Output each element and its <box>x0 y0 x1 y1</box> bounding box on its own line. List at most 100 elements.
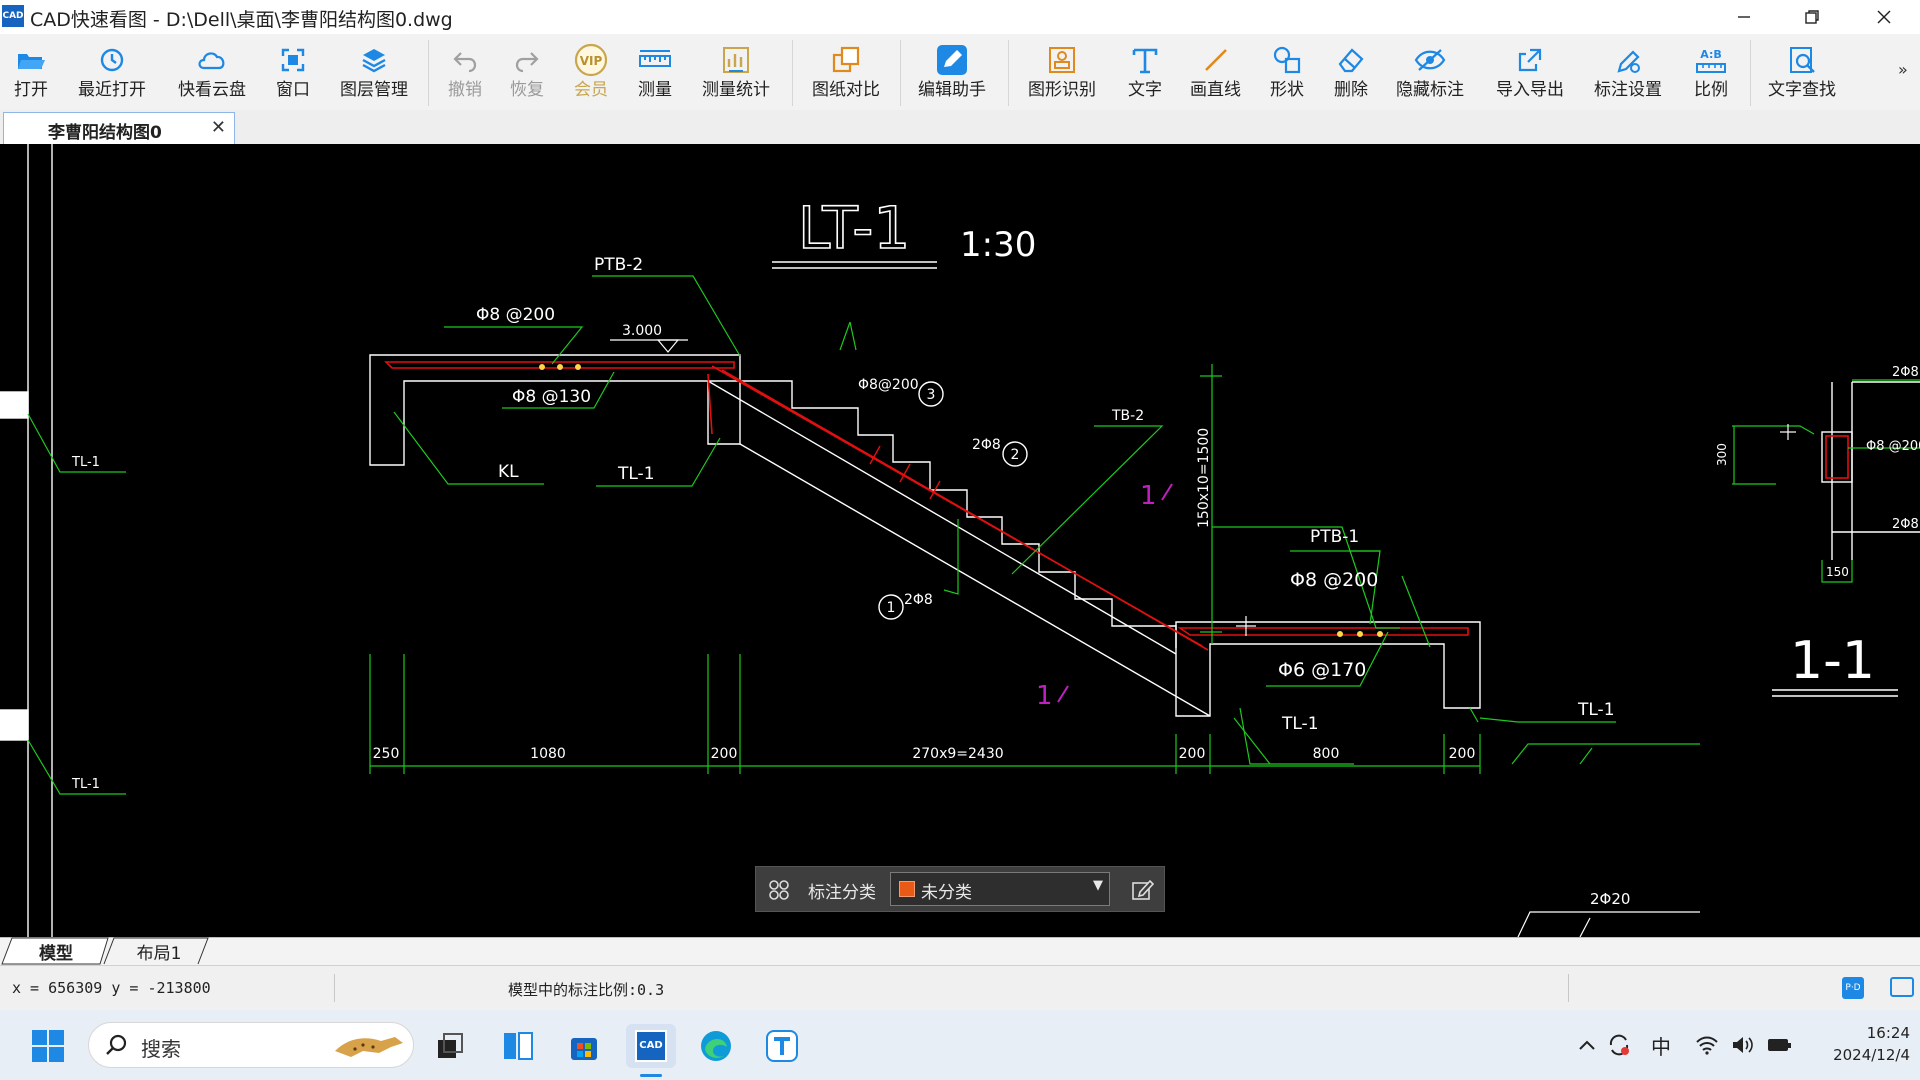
label-tl1c: TL-1 <box>1577 700 1615 720</box>
grid-icon[interactable] <box>768 879 790 905</box>
vip-icon: VIP <box>574 43 608 77</box>
ratio-icon: A:B <box>1696 48 1726 73</box>
shape-button[interactable]: 形状 <box>1270 34 1304 110</box>
window-button[interactable]: 窗口 <box>276 34 310 110</box>
label-cut-1b: 1 <box>1036 681 1053 711</box>
search-placeholder: 搜索 <box>141 1037 181 1061</box>
text-find-button[interactable]: 文字查找 <box>1768 34 1836 110</box>
shape-icon <box>1273 46 1301 74</box>
redo-button[interactable]: 恢复 <box>510 34 544 110</box>
layers-button[interactable]: 图层管理 <box>340 34 408 110</box>
dim-800: 800 <box>1313 746 1340 762</box>
eraser-icon <box>1338 48 1364 73</box>
dim-1080: 1080 <box>530 746 566 762</box>
windows-icon <box>32 1030 64 1062</box>
edit-helper-icon <box>937 45 967 75</box>
clock-date: 2024/12/4 <box>1833 1046 1910 1064</box>
sync-icon[interactable] <box>1606 1032 1632 1058</box>
document-tab[interactable]: 李曹阳结构图0 ✕ <box>3 112 235 144</box>
edge-icon <box>701 1031 731 1061</box>
label-r3: Φ8@200 <box>858 377 919 393</box>
system-clock[interactable]: 16:24 2024/12/4 <box>1800 1022 1910 1066</box>
taskbar-search[interactable]: 搜索 <box>88 1022 414 1068</box>
category-color-swatch <box>899 881 915 897</box>
title-bar: CAD CAD快速看图 - D:\Dell\桌面\李曹阳结构图0.dwg <box>0 0 1920 34</box>
wifi-icon[interactable] <box>1694 1032 1720 1058</box>
label-kl: KL <box>498 462 519 482</box>
minimize-button[interactable] <box>1716 0 1772 34</box>
annotation-category-select[interactable]: 未分类 ▼ <box>890 872 1110 906</box>
settings-pen-icon <box>1617 50 1640 73</box>
hide-anno-button[interactable]: 隐藏标注 <box>1396 34 1464 110</box>
pdf-mode-icon[interactable]: P·D <box>1842 977 1864 999</box>
history-icon <box>100 48 124 72</box>
label-tl1b: TL-1 <box>1281 714 1319 734</box>
layout-tabbar: 模型 布局1 <box>0 937 1920 965</box>
cheetah-icon <box>335 1037 403 1057</box>
task-view-button[interactable] <box>428 1024 472 1068</box>
compare-icon <box>832 46 860 73</box>
tab-model[interactable]: 模型 <box>39 944 73 964</box>
annotation-category-value: 未分类 <box>921 883 972 903</box>
restore-button[interactable] <box>1784 0 1840 34</box>
close-tab-icon[interactable]: ✕ <box>210 117 226 138</box>
edit-helper-button[interactable]: 编辑助手 <box>918 34 986 110</box>
anno-settings-button[interactable]: 标注设置 <box>1594 34 1662 110</box>
measure-stats-button[interactable]: 测量统计 <box>702 34 770 110</box>
open-button[interactable]: 打开 <box>14 34 48 110</box>
edge-button[interactable] <box>694 1024 738 1068</box>
delete-button[interactable]: 删除 <box>1334 34 1368 110</box>
volume-icon[interactable] <box>1730 1032 1756 1058</box>
shape-recog-button[interactable]: 图形识别 <box>1028 34 1096 110</box>
line-icon <box>1204 49 1227 71</box>
recent-button[interactable]: 最近打开 <box>78 34 146 110</box>
document-tabbar: 李曹阳结构图0 ✕ <box>0 110 1920 144</box>
redo-icon <box>515 52 539 73</box>
cad-app-button[interactable]: CAD <box>626 1024 676 1068</box>
label-r5: 2Φ8 <box>904 592 933 608</box>
ratio-button[interactable]: A:B 比例 <box>1694 34 1728 110</box>
annotation-category-label: 标注分类 <box>808 883 876 903</box>
dim-200a: 200 <box>711 746 738 762</box>
label-circle-2: 2 <box>1011 447 1020 463</box>
folder-open-icon <box>18 54 45 69</box>
toolbar-more-button[interactable]: » <box>1898 60 1908 79</box>
chevron-down-icon: ▼ <box>1093 878 1103 893</box>
label-bottom-rebar: 2Φ20 <box>1590 890 1630 908</box>
main-toolbar: 打开 最近打开 快看云盘 窗口 图层管理 撤销 恢复 VIP 会员 测量 测量统… <box>0 34 1920 110</box>
stats-icon <box>723 47 749 73</box>
vip-button[interactable]: VIP 会员 <box>574 34 608 110</box>
label-ptb2: PTB-2 <box>594 255 643 275</box>
measure-button[interactable]: 测量 <box>638 34 672 110</box>
dim-2430: 270x9=2430 <box>912 746 1003 762</box>
cloud-button[interactable]: 快看云盘 <box>178 34 246 110</box>
label-sec-r1: 2Φ8 <box>1892 365 1919 380</box>
label-tl1: TL-1 <box>617 464 655 484</box>
taskbar: 搜索 CAD 中 16:24 2024/12/4 <box>0 1010 1920 1080</box>
label-tb2: TB-2 <box>1111 408 1144 424</box>
ime-indicator[interactable]: 中 <box>1651 1034 1671 1059</box>
line-button[interactable]: 画直线 <box>1190 34 1241 110</box>
compare-button[interactable]: 图纸对比 <box>812 34 880 110</box>
close-window-button[interactable] <box>1856 0 1912 34</box>
cad-app-icon: CAD <box>635 1030 667 1062</box>
start-button[interactable] <box>26 1024 70 1068</box>
cursor-coordinates: x = 656309 y = -213800 <box>12 979 211 997</box>
tray-overflow-icon[interactable] <box>1574 1032 1600 1058</box>
widgets-button[interactable] <box>496 1024 540 1068</box>
widgets-icon <box>504 1032 533 1060</box>
text-icon <box>1132 48 1158 74</box>
import-export-button[interactable]: 导入导出 <box>1496 34 1564 110</box>
undo-button[interactable]: 撤销 <box>448 34 482 110</box>
label-r1: Φ8 @200 <box>476 305 555 325</box>
drawing-scale: 1:30 <box>960 225 1036 265</box>
battery-icon[interactable] <box>1766 1032 1792 1058</box>
text-button[interactable]: 文字 <box>1128 34 1162 110</box>
edit-category-icon[interactable] <box>1130 878 1155 906</box>
layers-icon <box>362 49 386 73</box>
tab-layout1[interactable]: 布局1 <box>136 944 182 964</box>
drawing-canvas[interactable]: LT-1 1:30 PTB-2 Φ8 @200 3.000 Φ8 @130 KL… <box>0 144 1920 937</box>
screen-icon[interactable] <box>1890 977 1914 997</box>
store-button[interactable] <box>562 1024 606 1068</box>
t-app-button[interactable] <box>760 1024 804 1068</box>
